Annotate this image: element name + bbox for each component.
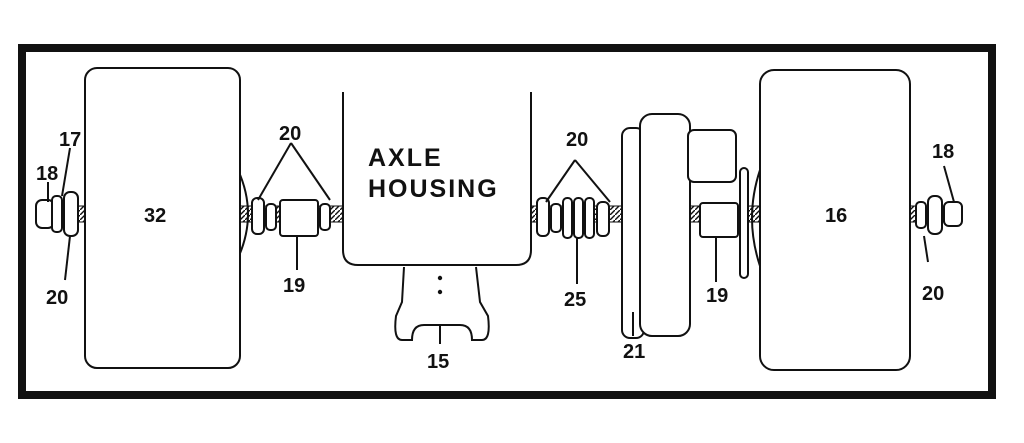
right-bearing-19 <box>699 202 739 238</box>
label-right-20-upper: 20 <box>566 129 588 151</box>
left-20-lower-pointer <box>64 235 71 281</box>
left-spacer-a <box>251 197 265 235</box>
support-bracket-15 <box>394 266 490 341</box>
housing-label-line2: HOUSING <box>368 175 499 203</box>
spring-coil-3 <box>584 197 595 239</box>
left-bearing-19 <box>279 199 319 237</box>
spring-coil-2 <box>573 197 584 239</box>
right-spacer-a <box>536 197 550 237</box>
left-20-pointer-b <box>290 142 331 201</box>
right-spacer-c <box>596 201 610 237</box>
label-right-wheel-16: 16 <box>825 205 847 227</box>
label-right-19: 19 <box>706 285 728 307</box>
right-wheel-hub-curve <box>751 169 761 267</box>
label-bracket-15: 15 <box>427 351 449 373</box>
right-18-pointer <box>943 165 955 203</box>
right-brake-disc <box>739 167 749 279</box>
label-left-wheel-32: 32 <box>144 205 166 227</box>
left-17-pointer <box>61 147 71 197</box>
left-20-pointer-a <box>257 142 292 201</box>
left-wheel-32 <box>84 67 241 369</box>
label-right-20-lower: 20 <box>922 283 944 305</box>
left-washer-17 <box>51 195 63 233</box>
right-spacer-20 <box>927 195 943 235</box>
bracket-dot-2 <box>437 289 443 295</box>
label-left-18: 18 <box>36 163 58 185</box>
right-spacer-b <box>550 203 562 233</box>
label-right-18: 18 <box>932 141 954 163</box>
bracket-dot-1 <box>437 275 443 281</box>
left-spacer-20 <box>63 191 79 237</box>
left-spacer-c <box>319 203 331 231</box>
right-20-pointer-b <box>574 159 611 203</box>
label-left-20-lower: 20 <box>46 287 68 309</box>
right-20-lower-pointer <box>923 235 929 263</box>
label-spring-25: 25 <box>564 289 586 311</box>
label-left-17: 17 <box>59 129 81 151</box>
spring-coil-1 <box>562 197 573 239</box>
housing-label-line1: AXLE <box>368 144 443 172</box>
left-spacer-b <box>265 203 277 231</box>
right-wheel-16 <box>759 69 911 371</box>
pulley-drum <box>639 113 691 337</box>
right-nut-18 <box>943 201 963 227</box>
label-pulley-21: 21 <box>623 341 645 363</box>
left-wheel-hub-curve <box>237 169 249 259</box>
label-left-20-upper: 20 <box>279 123 301 145</box>
axle-housing <box>342 92 532 266</box>
label-left-19: 19 <box>283 275 305 297</box>
pulley-hub-block <box>687 129 737 183</box>
right-20-pointer-a <box>545 159 576 203</box>
right-spacer-d <box>915 201 927 229</box>
